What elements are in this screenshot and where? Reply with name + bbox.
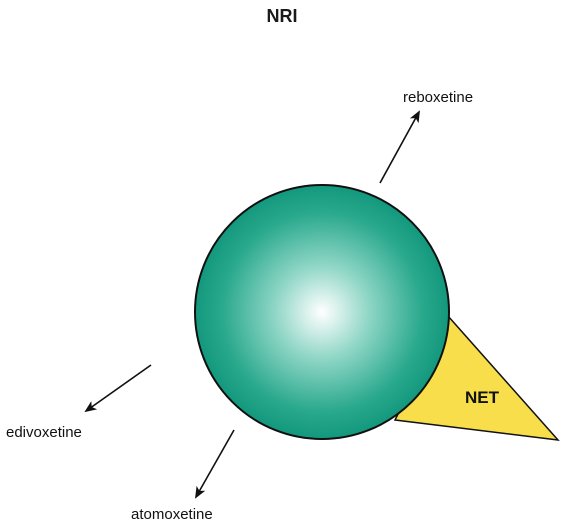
drug-label-reboxetine: reboxetine — [403, 89, 473, 106]
arrow-reboxetine — [379, 110, 420, 184]
net-label: NET — [465, 388, 500, 407]
arrow-atomoxetine — [195, 429, 235, 499]
diagram-title: NRI — [267, 6, 298, 26]
drug-label-atomoxetine: atomoxetine — [131, 506, 213, 521]
arrow-edivoxetine — [84, 364, 152, 413]
nri-sphere — [194, 184, 450, 440]
drug-label-edivoxetine: edivoxetine — [6, 424, 82, 441]
